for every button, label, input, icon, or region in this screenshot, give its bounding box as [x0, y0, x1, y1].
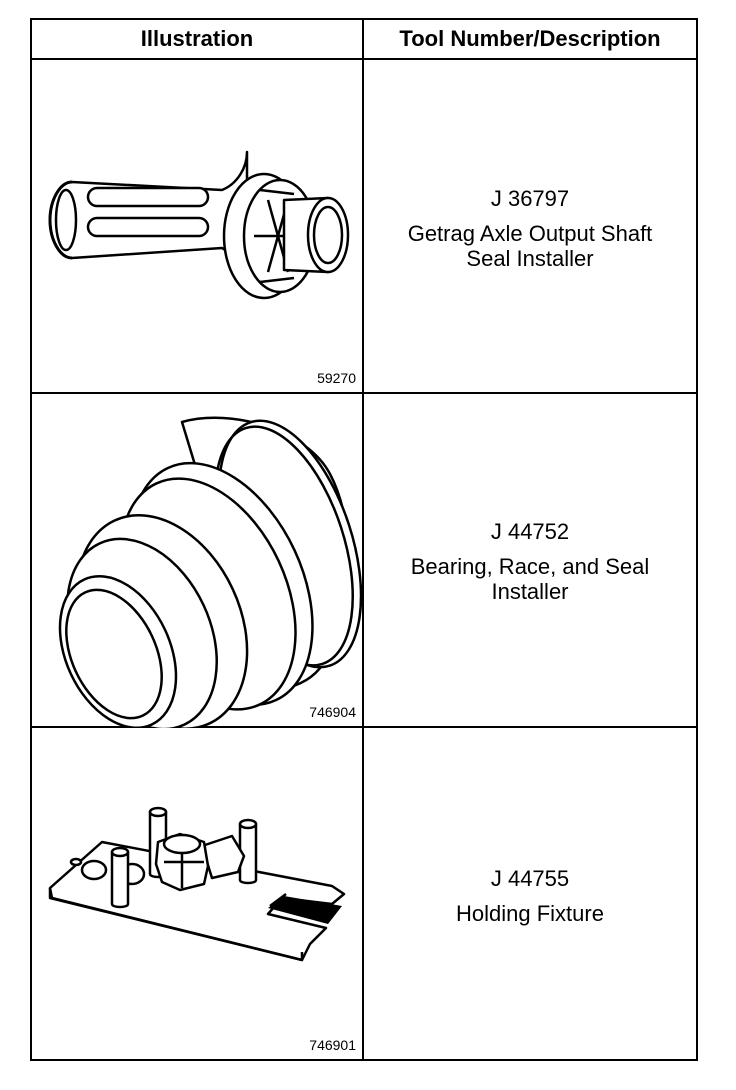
description-cell: J 36797 Getrag Axle Output Shaft Seal In… [364, 60, 696, 392]
table-header-row: Illustration Tool Number/Description [32, 20, 696, 58]
figure-number: 746904 [309, 704, 356, 720]
tool-name-line: Installer [491, 579, 569, 604]
illustration-cell: 746901 [32, 728, 364, 1059]
description-cell: J 44752 Bearing, Race, and Seal Installe… [364, 394, 696, 726]
tool-description: J 44752 Bearing, Race, and Seal Installe… [364, 519, 696, 604]
table-row: 746904 J 44752 Bearing, Race, and Seal I… [32, 392, 696, 728]
figure-number: 746901 [309, 1037, 356, 1053]
tool-name-line: Getrag Axle Output Shaft [407, 221, 653, 246]
tool-number: J 36797 [490, 186, 570, 211]
seal-installer-illustration [48, 150, 350, 300]
tool-description: J 44755 Holding Fixture [364, 866, 696, 926]
tool-description: J 36797 Getrag Axle Output Shaft Seal In… [364, 186, 696, 271]
table-row: 59270 J 36797 Getrag Axle Output Shaft S… [32, 58, 696, 392]
tool-name-line: Bearing, Race, and Seal [410, 554, 650, 579]
description-cell: J 44755 Holding Fixture [364, 728, 696, 1059]
holding-fixture-illustration [48, 806, 346, 962]
illustration-header: Illustration [32, 20, 364, 58]
illustration-cell: 59270 [32, 60, 364, 392]
bearing-race-installer-illustration [58, 416, 362, 728]
description-header: Tool Number/Description [399, 26, 661, 51]
tool-name-line: Holding Fixture [456, 901, 604, 926]
tool-name-line: Seal Installer [466, 246, 594, 271]
tool-number: J 44752 [490, 519, 570, 544]
tool-table: Illustration Tool Number/Description [30, 18, 698, 1061]
illustration-cell: 746904 [32, 394, 364, 728]
figure-number: 59270 [317, 370, 356, 386]
table-row: 746901 J 44755 Holding Fixture [32, 726, 696, 1059]
tool-number: J 44755 [490, 866, 570, 891]
